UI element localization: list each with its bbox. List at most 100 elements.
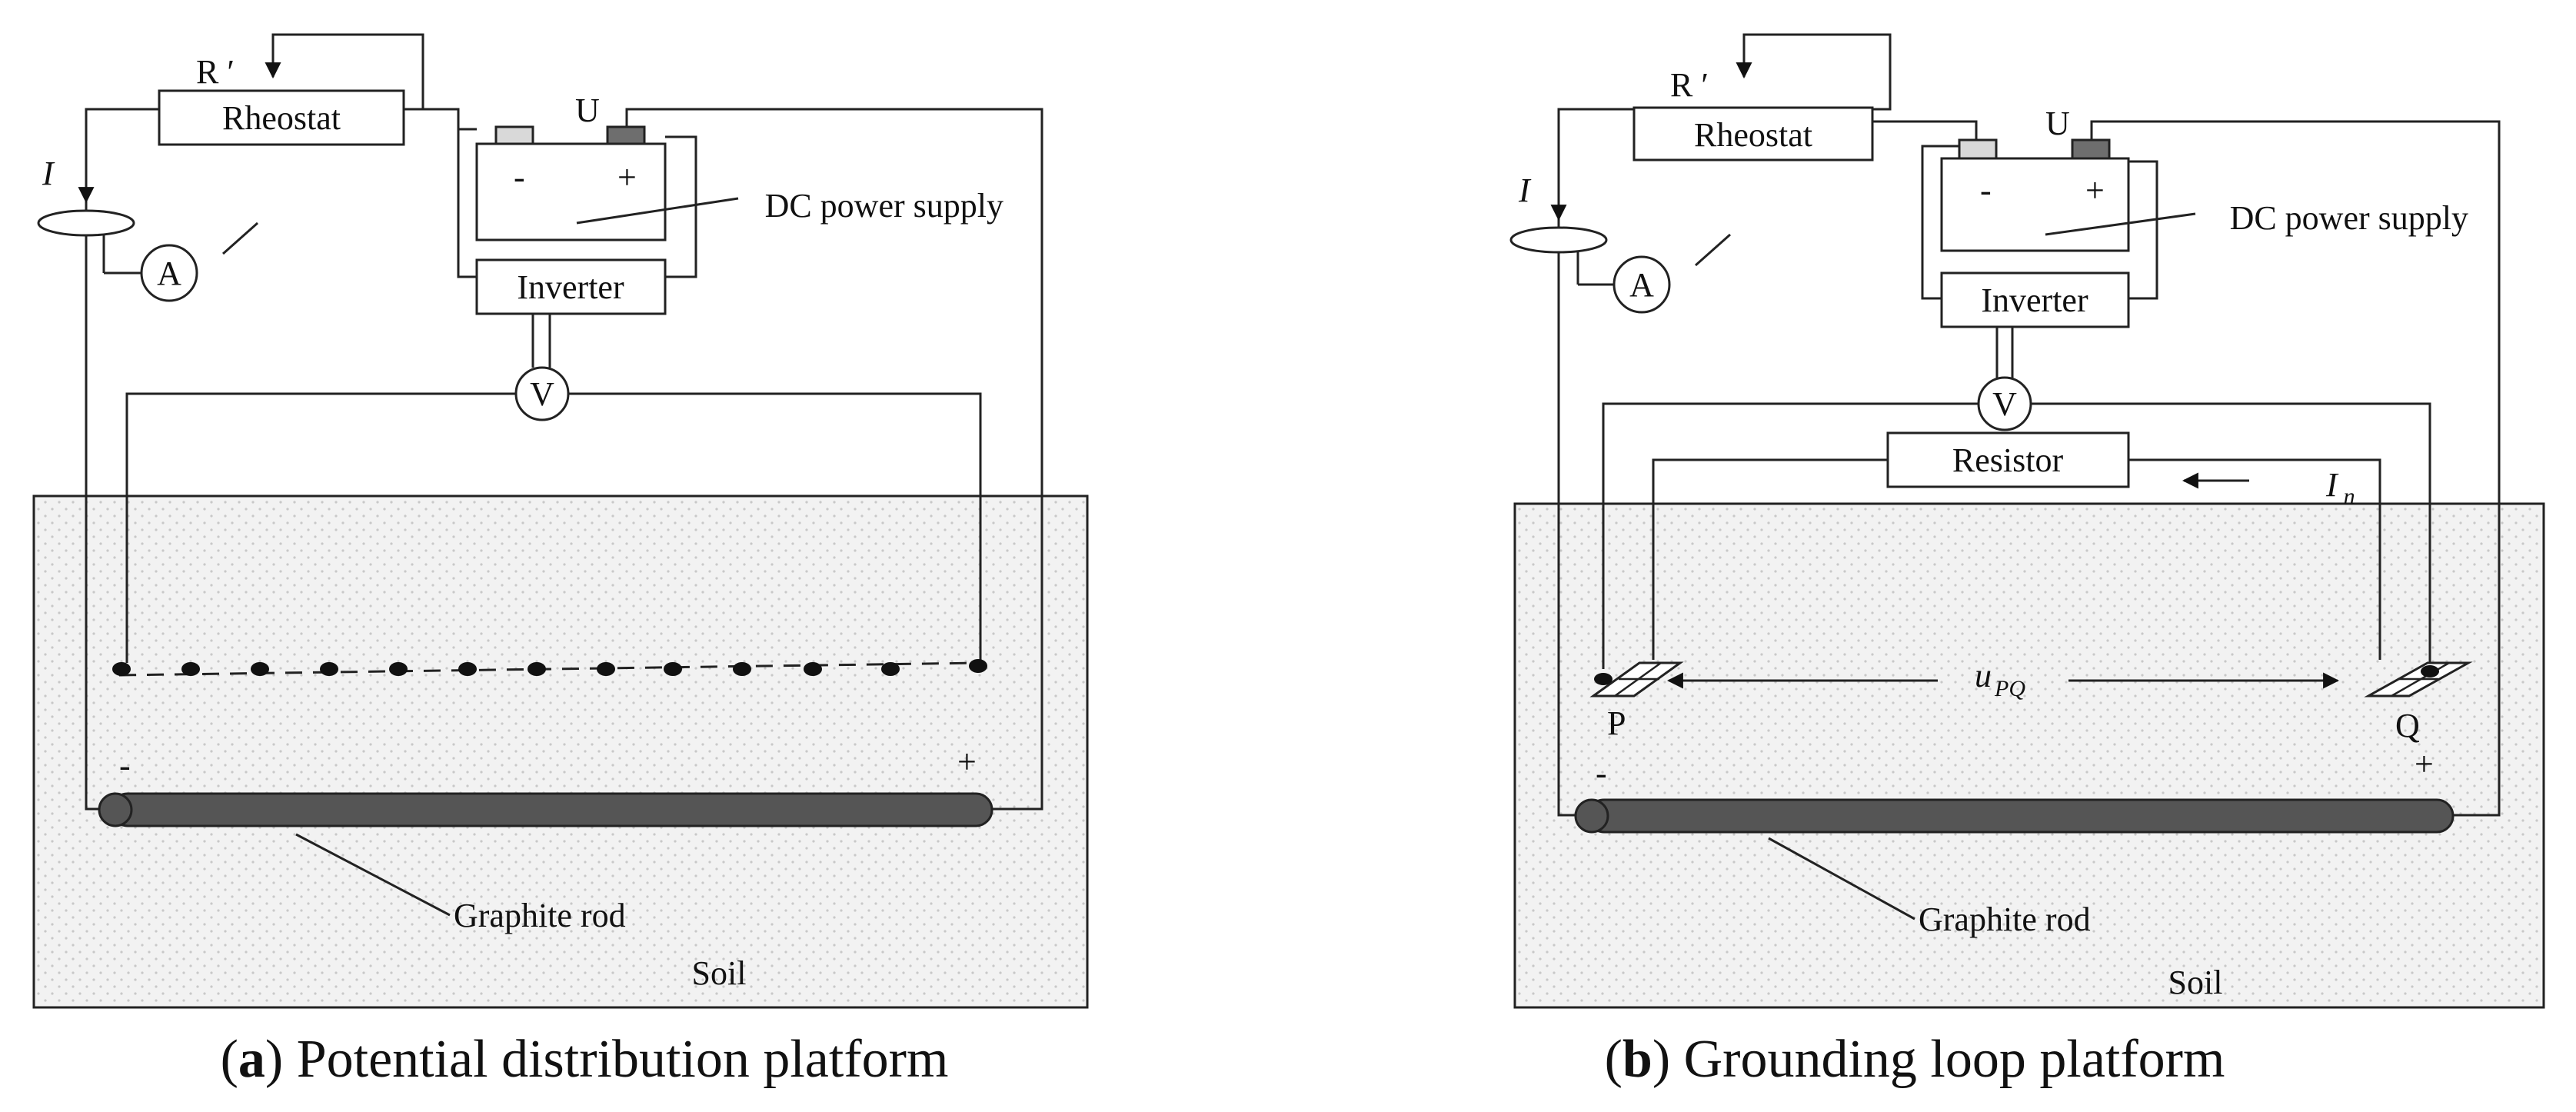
wire-supply-plus-to-rod bbox=[2090, 120, 2501, 817]
rod-leader-line bbox=[295, 833, 451, 917]
ammeter-circle bbox=[1612, 255, 1671, 314]
dc-power-supply-box bbox=[475, 142, 667, 241]
wire-resistor-left bbox=[1652, 458, 1888, 660]
current-sensor-ring bbox=[37, 209, 135, 237]
rod-plus-sign: + bbox=[2415, 745, 2434, 783]
ammeter-label: A bbox=[1629, 266, 1654, 304]
soil-region bbox=[1513, 502, 2545, 1009]
probe-point bbox=[664, 662, 682, 676]
resistor-label: Resistor bbox=[1952, 441, 2064, 479]
loop-current-subscript: n bbox=[2344, 484, 2355, 509]
electrode-plate-p-divider bbox=[1614, 661, 1662, 697]
caption-a-letter: a bbox=[238, 1030, 265, 1089]
wire-supply-to-inverter-right bbox=[665, 135, 697, 278]
inverter-label: Inverter bbox=[1981, 281, 2088, 319]
loop-current-symbol: I bbox=[2325, 466, 2339, 504]
electrode-plate-p bbox=[1589, 661, 1684, 697]
probe-point bbox=[881, 662, 900, 676]
graphite-rod-label: Graphite rod bbox=[1919, 901, 2091, 938]
ammeter-circle bbox=[140, 244, 198, 302]
ammeter-pointer bbox=[1695, 233, 1731, 267]
electrode-p-contact bbox=[1594, 673, 1612, 685]
probe-point bbox=[112, 662, 131, 676]
current-sensor-ring bbox=[1509, 226, 1608, 254]
supply-leader-line bbox=[576, 197, 739, 225]
rheostat-symbol: R ′ bbox=[196, 53, 235, 91]
point-p-label: P bbox=[1607, 704, 1626, 742]
electrode-plate-q bbox=[2364, 661, 2473, 697]
supply-minus-sign: - bbox=[1980, 171, 1992, 209]
electrode-q-contact bbox=[2421, 665, 2439, 678]
point-q-label: Q bbox=[2395, 707, 2420, 744]
current-symbol: I bbox=[42, 155, 55, 192]
wire-left-loop bbox=[1557, 108, 1634, 817]
caption-b: (b) Grounding loop platform bbox=[1605, 1030, 2225, 1089]
supply-leader-line bbox=[2045, 212, 2196, 236]
wire-supply-to-inverter-right bbox=[2128, 160, 2158, 300]
supply-terminal-positive bbox=[606, 125, 646, 145]
graphite-rod-label: Graphite rod bbox=[454, 897, 626, 934]
rod-leader-line bbox=[1768, 837, 1915, 921]
voltmeter-label: V bbox=[1992, 385, 2017, 423]
dc-power-supply-label: DC power supply bbox=[765, 187, 1003, 225]
wire-voltmeter-probes bbox=[125, 392, 517, 663]
supply-minus-sign: - bbox=[514, 158, 525, 196]
electrode-plate-q-divider bbox=[2391, 661, 2450, 697]
supply-plus-sign: + bbox=[2085, 171, 2105, 209]
resistor-box bbox=[1886, 431, 2130, 488]
inverter-box bbox=[475, 258, 667, 315]
wire-rheostat-to-supply bbox=[1872, 120, 1978, 300]
wire-voltmeter-probe-right bbox=[2032, 402, 2431, 665]
caption-a: (a) Potential distribution platform bbox=[221, 1030, 949, 1089]
voltmeter-circle bbox=[514, 366, 570, 421]
voltage-symbol: U bbox=[575, 92, 600, 129]
soil-region bbox=[32, 494, 1089, 1009]
supply-terminal-negative bbox=[494, 125, 534, 145]
probe-point bbox=[733, 662, 751, 676]
ammeter-pointer bbox=[222, 221, 258, 255]
inverter-box bbox=[1940, 271, 2130, 328]
dc-power-supply-box bbox=[1940, 157, 2130, 252]
rheostat-box bbox=[158, 89, 405, 146]
probe-point bbox=[251, 662, 269, 676]
wire-voltmeter-probe-right bbox=[567, 392, 982, 663]
rheostat-label: Rheostat bbox=[1694, 116, 1812, 154]
ammeter-label: A bbox=[157, 255, 181, 292]
dc-power-supply-label: DC power supply bbox=[2230, 199, 2468, 237]
soil-label: Soil bbox=[692, 954, 747, 992]
wire-rheostat-to-supply bbox=[404, 108, 477, 278]
supply-terminal-positive bbox=[2071, 138, 2111, 160]
probe-point bbox=[804, 662, 822, 676]
current-symbol: I bbox=[1518, 171, 1532, 209]
voltage-symbol: U bbox=[2045, 105, 2070, 142]
wire-rheostat-feedback bbox=[1742, 33, 1892, 111]
rheostat-symbol: R ′ bbox=[1670, 66, 1709, 104]
soil-label: Soil bbox=[2168, 964, 2223, 1001]
voltmeter-circle bbox=[1977, 376, 2032, 431]
voltmeter-label: V bbox=[530, 375, 554, 413]
graphite-rod-end bbox=[98, 792, 133, 827]
graphite-rod-end bbox=[1574, 798, 1609, 834]
rod-minus-sign: - bbox=[1596, 754, 1607, 792]
probe-point bbox=[181, 662, 200, 676]
probe-points bbox=[112, 659, 987, 676]
supply-plus-sign: + bbox=[617, 158, 637, 196]
rod-minus-sign: - bbox=[119, 747, 131, 784]
probe-point bbox=[320, 662, 338, 676]
probe-point bbox=[597, 662, 615, 676]
caption-a-text: Potential distribution platform bbox=[297, 1030, 949, 1089]
wire-supply-plus-to-rod bbox=[625, 108, 1043, 811]
potential-difference-subscript: PQ bbox=[1994, 676, 2025, 701]
probe-point bbox=[969, 659, 987, 673]
supply-terminal-negative bbox=[1958, 138, 1998, 160]
caption-b-letter: b bbox=[1622, 1030, 1652, 1089]
probe-point bbox=[458, 662, 477, 676]
inverter-label: Inverter bbox=[517, 268, 624, 306]
wire-resistor-right bbox=[2128, 458, 2381, 660]
rheostat-box bbox=[1632, 106, 1874, 161]
potential-difference-symbol: u bbox=[1975, 657, 1992, 694]
